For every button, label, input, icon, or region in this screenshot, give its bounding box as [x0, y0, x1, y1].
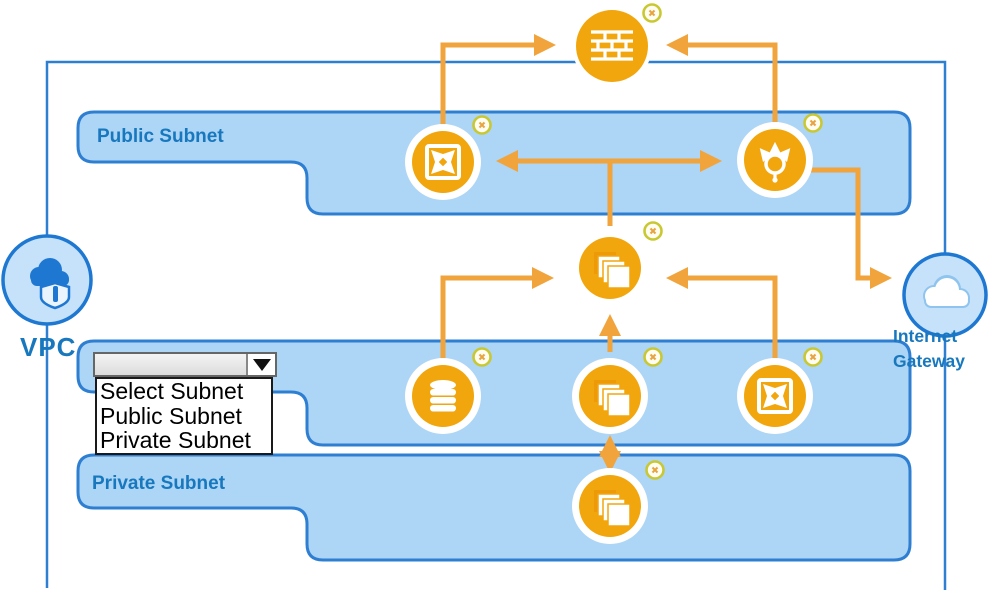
node-circle — [412, 131, 474, 193]
combobox-dropdown-button[interactable] — [246, 354, 275, 375]
arrow-router-to-firewall — [440, 33, 556, 130]
endpoint-badge-icon — [472, 347, 492, 367]
arrow-gateway-to-firewall — [666, 34, 778, 128]
combobox-selected-value[interactable] — [95, 354, 246, 375]
subnet-option-list: Select Subnet Public Subnet Private Subn… — [95, 377, 273, 455]
internet-gateway-icon — [923, 275, 970, 308]
public-router-node — [405, 115, 492, 200]
firewall-node — [572, 3, 662, 86]
private-instances-node — [572, 460, 665, 544]
connector-arrows — [440, 33, 892, 473]
arrow-gateway-to-internet-gateway — [802, 167, 892, 289]
dropdown-option-select-subnet[interactable]: Select Subnet — [100, 379, 244, 404]
private-subnet-label: Private Subnet — [92, 473, 226, 494]
vpc-label: VPC — [20, 332, 77, 362]
dropdown-arrow-icon — [252, 358, 271, 371]
internet-gateway-label: Internet Gateway — [893, 326, 965, 371]
vpc-node — [1, 234, 93, 326]
middle-instances-node — [572, 347, 663, 434]
endpoint-badge-icon — [472, 115, 492, 135]
public-subnet-label: Public Subnet — [97, 126, 224, 147]
endpoint-badge-icon — [643, 221, 663, 241]
endpoint-badge-icon — [643, 347, 663, 367]
dropdown-option-public-subnet[interactable]: Public Subnet — [100, 403, 242, 428]
vpc-icon — [30, 258, 71, 310]
endpoint-badge-icon — [642, 3, 662, 23]
private-subnet-band — [76, 453, 912, 562]
internet-gateway-node — [902, 252, 988, 338]
endpoint-badge-icon — [645, 460, 665, 480]
node-circle — [744, 365, 806, 427]
middle-router-node — [737, 347, 823, 434]
center-instances-node — [572, 221, 663, 306]
subnet-select-combobox[interactable] — [93, 352, 277, 377]
database-node — [405, 347, 492, 434]
dropdown-option-private-subnet[interactable]: Private Subnet — [100, 428, 251, 453]
public-subnet-band — [76, 110, 912, 216]
node-circle — [412, 365, 474, 427]
public-gateway-node — [737, 113, 823, 198]
selectable-subnet-band — [76, 339, 912, 447]
endpoint-badge-icon — [803, 347, 823, 367]
node-circle — [744, 129, 806, 191]
arrow-router2-to-instances — [666, 267, 778, 365]
arrow-database-to-instances — [440, 266, 554, 365]
endpoint-badge-icon — [803, 113, 823, 133]
